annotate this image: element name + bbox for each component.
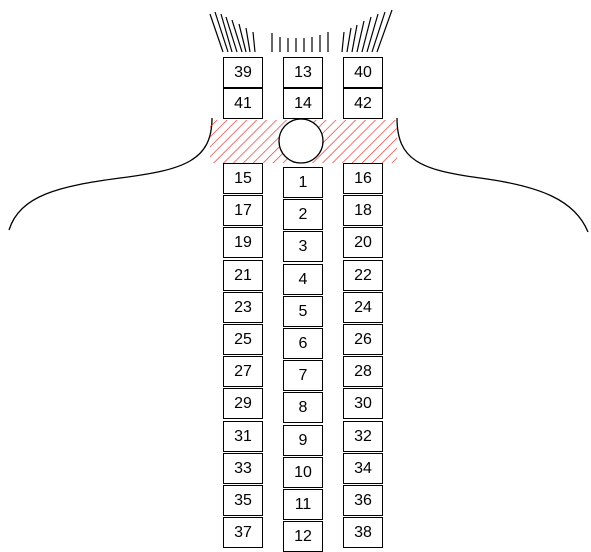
electrode-cell: 6: [283, 328, 323, 359]
electrode-cell: 23: [223, 292, 263, 323]
electrode-cell: 18: [343, 195, 383, 226]
electrode-cell: 38: [343, 517, 383, 548]
electrode-cell: 27: [223, 356, 263, 387]
electrode-cell: 3: [283, 231, 323, 262]
electrode-cell: 14: [283, 88, 323, 119]
right-shoulder-outline: [397, 118, 588, 232]
hair-strand-icon: [210, 10, 392, 52]
electrode-cell: 25: [223, 324, 263, 355]
electrode-cell: 24: [343, 292, 383, 323]
electrode-cell: 20: [343, 227, 383, 258]
electrode-cell: 34: [343, 453, 383, 484]
electrode-cell: 36: [343, 485, 383, 516]
electrode-cell: 10: [283, 457, 323, 488]
electrode-cell: 21: [223, 260, 263, 291]
electrode-cell: 15: [223, 163, 263, 194]
left-shoulder-outline: [9, 118, 212, 230]
electrode-cell: 26: [343, 324, 383, 355]
electrode-cell: 31: [223, 421, 263, 452]
electrode-cell: 22: [343, 260, 383, 291]
electrode-cell: 41: [223, 88, 263, 119]
electrode-cell: 16: [343, 163, 383, 194]
electrode-cell: 35: [223, 485, 263, 516]
electrode-cell: 4: [283, 264, 323, 295]
electrode-cell: 8: [283, 392, 323, 423]
electrode-cell: 42: [343, 88, 383, 119]
electrode-cell: 40: [343, 57, 383, 88]
electrode-cell: 30: [343, 388, 383, 419]
electrode-cell: 2: [283, 199, 323, 230]
electrode-cell: 12: [283, 521, 323, 552]
electrode-cell: 32: [343, 421, 383, 452]
circle-icon: [279, 119, 323, 163]
electrode-cell: 7: [283, 360, 323, 391]
electrode-cell: 5: [283, 296, 323, 327]
electrode-cell: 29: [223, 388, 263, 419]
electrode-cell: 1: [283, 167, 323, 198]
electrode-cell: 13: [283, 57, 323, 88]
electrode-cell: 19: [223, 227, 263, 258]
electrode-cell: 9: [283, 425, 323, 456]
electrode-cell: 11: [283, 489, 323, 520]
electrode-cell: 17: [223, 195, 263, 226]
electrode-cell: 39: [223, 57, 263, 88]
electrode-cell: 33: [223, 453, 263, 484]
electrode-cell: 28: [343, 356, 383, 387]
electrode-cell: 37: [223, 517, 263, 548]
